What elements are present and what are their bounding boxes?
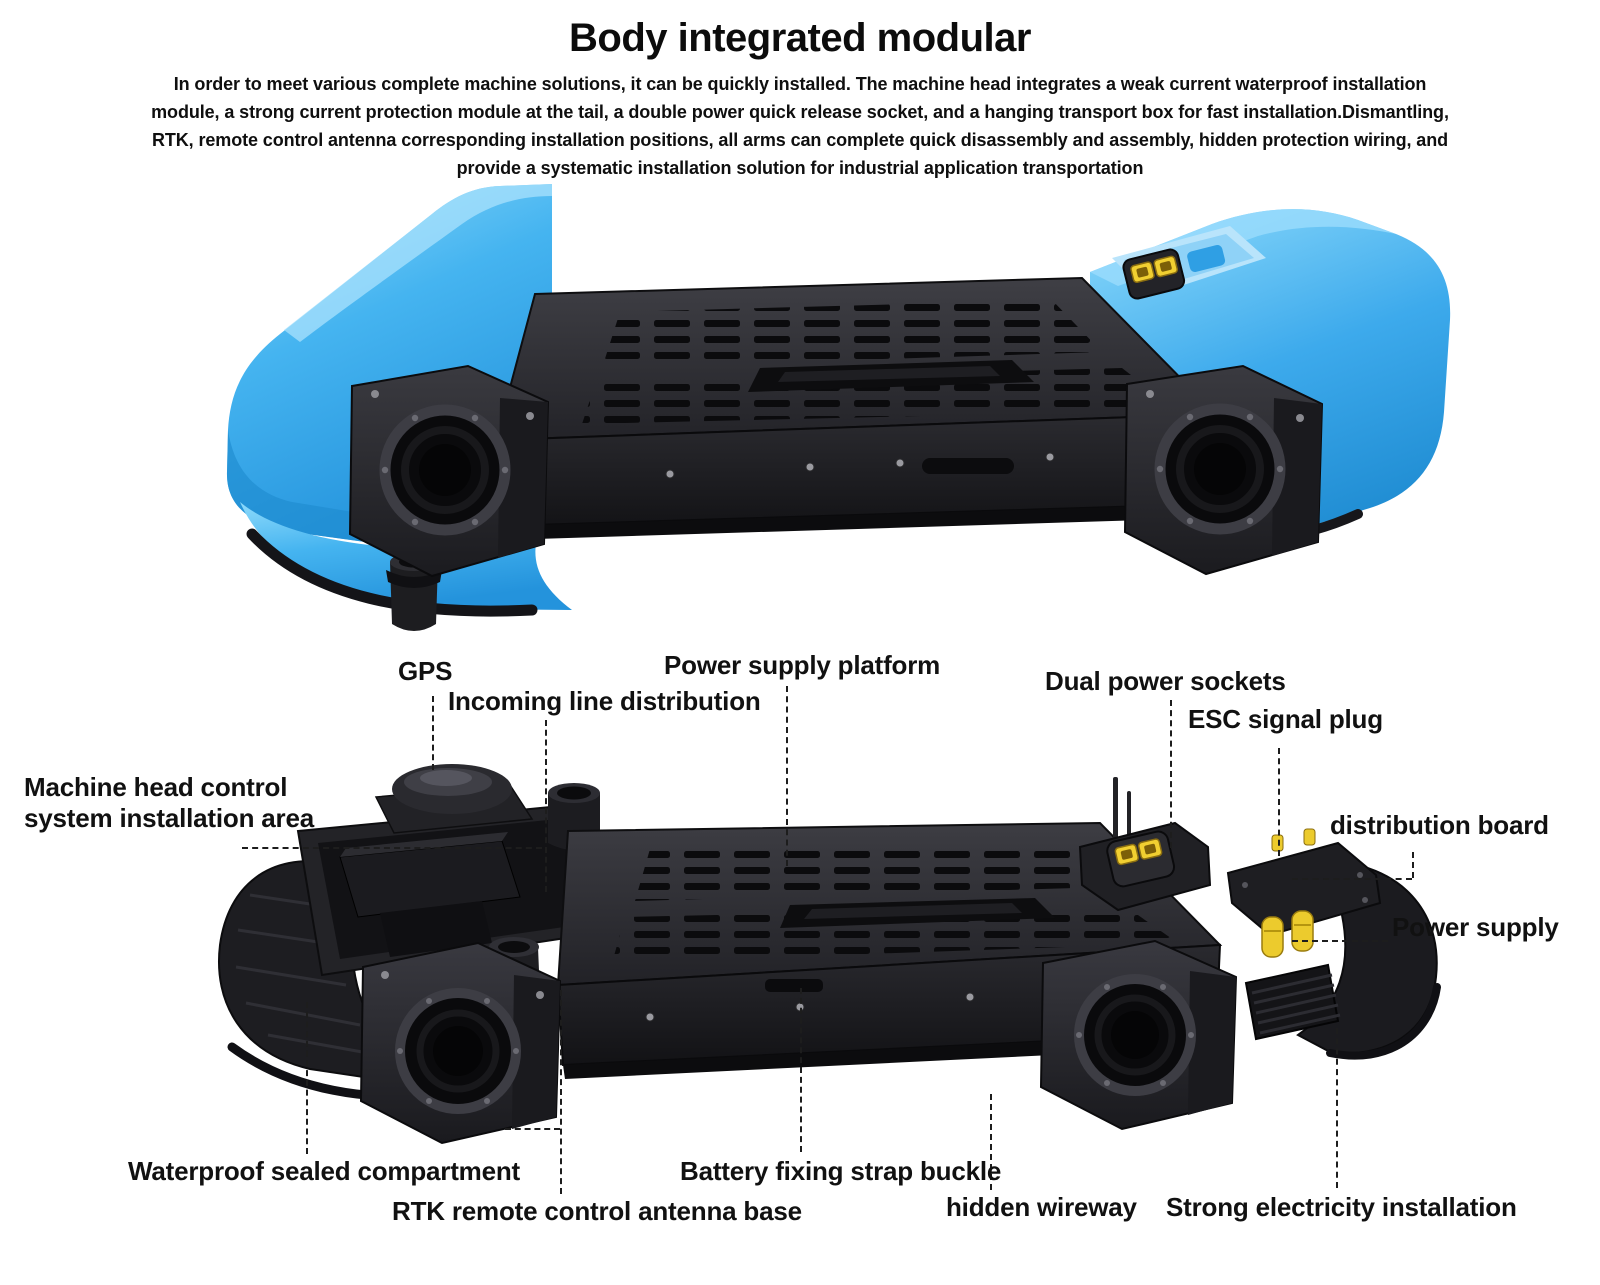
callout-gps: GPS	[398, 656, 453, 686]
chassis-deck-bottomfig	[556, 821, 1223, 987]
leader-power-platform	[786, 686, 788, 866]
leader-incoming-line	[545, 720, 547, 892]
leader-dual-sockets	[1170, 700, 1172, 848]
leader-distribution-board-v	[1412, 852, 1414, 878]
strong-electricity-module	[1244, 963, 1341, 1041]
callout-strong-electricity-installation: Strong electricity installation	[1166, 1192, 1517, 1222]
leader-gps	[432, 696, 434, 770]
chassis-deck	[494, 276, 1219, 442]
head-control-compartment	[296, 803, 614, 977]
leader-machine-head	[242, 847, 542, 849]
callout-distribution-board: distribution board	[1330, 810, 1549, 840]
callout-waterproof-sealed-compartment: Waterproof sealed compartment	[128, 1156, 520, 1186]
assembled-body-illustration	[226, 184, 1451, 631]
page-title: Body integrated modular	[569, 16, 1031, 60]
leader-rtk-h	[505, 1128, 560, 1130]
leader-distribution-board-h	[1292, 878, 1412, 880]
exploded-body-illustration	[218, 764, 1441, 1145]
callout-power-supply: Power supply	[1392, 912, 1559, 942]
page-description: In order to meet various complete machin…	[151, 74, 1449, 178]
leader-waterproof	[306, 1002, 308, 1154]
arm-mount-right	[1123, 364, 1324, 576]
dual-power-socket-rail	[1078, 821, 1212, 912]
arm-mount-left	[348, 364, 550, 578]
callout-machine-head-control: Machine head control system installation…	[24, 772, 314, 833]
leader-battery-buckle	[800, 988, 802, 1152]
leader-esc-plug	[1278, 748, 1280, 856]
callout-power-supply-platform: Power supply platform	[664, 650, 941, 680]
dual-power-sockets-covered	[1122, 248, 1186, 300]
vent-slats-upper	[602, 300, 1102, 368]
callout-battery-fixing-strap-buckle: Battery fixing strap buckle	[680, 1156, 1002, 1186]
leader-hidden-wireway	[990, 1094, 992, 1190]
callout-incoming-line-distribution: Incoming line distribution	[448, 686, 761, 716]
battery-strap-buckle	[765, 979, 823, 992]
leader-rtk-v	[560, 990, 562, 1194]
callout-rtk-antenna-base: RTK remote control antenna base	[392, 1196, 802, 1226]
callout-dual-power-sockets: Dual power sockets	[1045, 666, 1286, 696]
antenna-masts	[1113, 777, 1131, 847]
leader-strong-electricity	[1336, 1028, 1338, 1188]
arm-mount-left-bottomfig	[359, 941, 562, 1145]
gps-dome	[374, 764, 534, 834]
callout-hidden-wireway: hidden wireway	[946, 1192, 1137, 1222]
leader-power-supply	[1292, 940, 1388, 942]
arm-mount-right-bottomfig	[1039, 939, 1238, 1131]
callout-esc-signal-plug: ESC signal plug	[1188, 704, 1383, 734]
